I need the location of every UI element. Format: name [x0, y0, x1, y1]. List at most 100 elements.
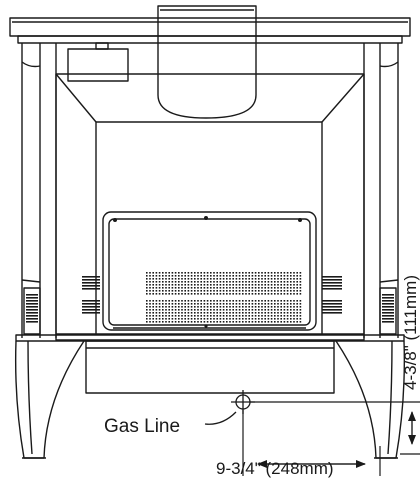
- vent-slot: [165, 290, 167, 292]
- vent-slot: [245, 281, 247, 283]
- vent-slot: [290, 284, 292, 286]
- vent-slot: [261, 281, 263, 283]
- vent-slot: [274, 300, 276, 302]
- vent-slot: [165, 275, 167, 277]
- vent-slot: [277, 303, 279, 305]
- vent-slot: [274, 315, 276, 317]
- vent-slot: [146, 303, 148, 305]
- vent-slot: [283, 278, 286, 280]
- vent-slot: [200, 306, 202, 308]
- vent-slot: [235, 281, 238, 283]
- vent-slot: [168, 284, 170, 286]
- vent-slot: [194, 278, 196, 280]
- vent-slot: [382, 321, 394, 323]
- vent-slot: [190, 300, 193, 302]
- vent-slot: [293, 306, 295, 308]
- vent-slot: [197, 318, 199, 320]
- vent-slot: [274, 284, 276, 286]
- vent-slot: [168, 312, 170, 314]
- vent-slot: [242, 284, 244, 286]
- vent-slot: [146, 287, 148, 289]
- vent-slot: [206, 312, 209, 314]
- vent-slot: [248, 272, 250, 274]
- vent-slot: [149, 309, 151, 311]
- flue-collar: [157, 5, 257, 119]
- vent-slot: [152, 315, 154, 317]
- vent-slot: [286, 272, 289, 274]
- vent-slot: [245, 315, 247, 317]
- vent-slot: [162, 300, 164, 302]
- vent-slot: [238, 303, 241, 305]
- vent-slot: [286, 303, 289, 305]
- vent-slot: [219, 309, 222, 311]
- vent-slot: [158, 312, 161, 314]
- vent-slot: [258, 309, 260, 311]
- vent-slot: [270, 293, 273, 295]
- vent-slot: [245, 318, 247, 320]
- vent-slot: [171, 315, 174, 317]
- vent-slot: [242, 315, 244, 317]
- vent-slot: [293, 287, 295, 289]
- vent-slot: [267, 318, 270, 320]
- vent-slot: [171, 303, 174, 305]
- vent-slot: [245, 284, 247, 286]
- vent-slot: [181, 272, 183, 274]
- vent-slot: [226, 315, 228, 317]
- vent-slot: [258, 315, 260, 317]
- vent-slot: [26, 297, 38, 299]
- vent-slot: [26, 318, 38, 320]
- vent-slot: [174, 275, 177, 277]
- vent-slot: [216, 272, 218, 274]
- vent-slot: [245, 272, 247, 274]
- vent-slot: [181, 284, 183, 286]
- vent-slot: [238, 315, 241, 317]
- vent-slot: [229, 281, 231, 283]
- vent-slot: [248, 309, 250, 311]
- vent-slot: [226, 309, 228, 311]
- vent-slot: [290, 275, 292, 277]
- vent-slot: [270, 272, 273, 274]
- vent-slot: [267, 300, 270, 302]
- vent-slot: [190, 290, 193, 292]
- vent-slot: [232, 275, 234, 277]
- vent-slot: [149, 306, 151, 308]
- vent-slot: [168, 290, 170, 292]
- vent-slot: [238, 309, 241, 311]
- vent-slot: [232, 312, 234, 314]
- vent-slot: [280, 275, 282, 277]
- vent-slot: [210, 321, 212, 323]
- vent-slot: [222, 318, 225, 320]
- vent-slot: [258, 272, 260, 274]
- vent-slot: [162, 281, 164, 283]
- vent-slot: [187, 306, 190, 308]
- vent-slot: [82, 312, 100, 314]
- vent-slot: [152, 284, 154, 286]
- vent-slot: [277, 300, 279, 302]
- vent-slot: [174, 284, 177, 286]
- vent-slot: [280, 290, 282, 292]
- vent-slot: [168, 278, 170, 280]
- vent-slot: [274, 293, 276, 295]
- vent-slot: [222, 309, 225, 311]
- vent-slot: [213, 309, 215, 311]
- vent-slot: [258, 275, 260, 277]
- vent-slot: [226, 275, 228, 277]
- vent-slot: [238, 275, 241, 277]
- vent-slot: [299, 312, 302, 314]
- vent-slot: [210, 312, 212, 314]
- vent-slot: [283, 284, 286, 286]
- vent-slot: [213, 278, 215, 280]
- vent-slot: [171, 278, 174, 280]
- vent-slot: [290, 312, 292, 314]
- vent-slot: [155, 318, 158, 320]
- vent-slot: [184, 315, 186, 317]
- vent-slot: [26, 294, 38, 296]
- vent-slot: [261, 293, 263, 295]
- vent-slot: [226, 287, 228, 289]
- vent-slot: [155, 278, 158, 280]
- vent-slot: [82, 309, 100, 311]
- vent-slot: [190, 309, 193, 311]
- vent-slot: [168, 272, 170, 274]
- vent-slot: [26, 306, 38, 308]
- vent-slot: [216, 306, 218, 308]
